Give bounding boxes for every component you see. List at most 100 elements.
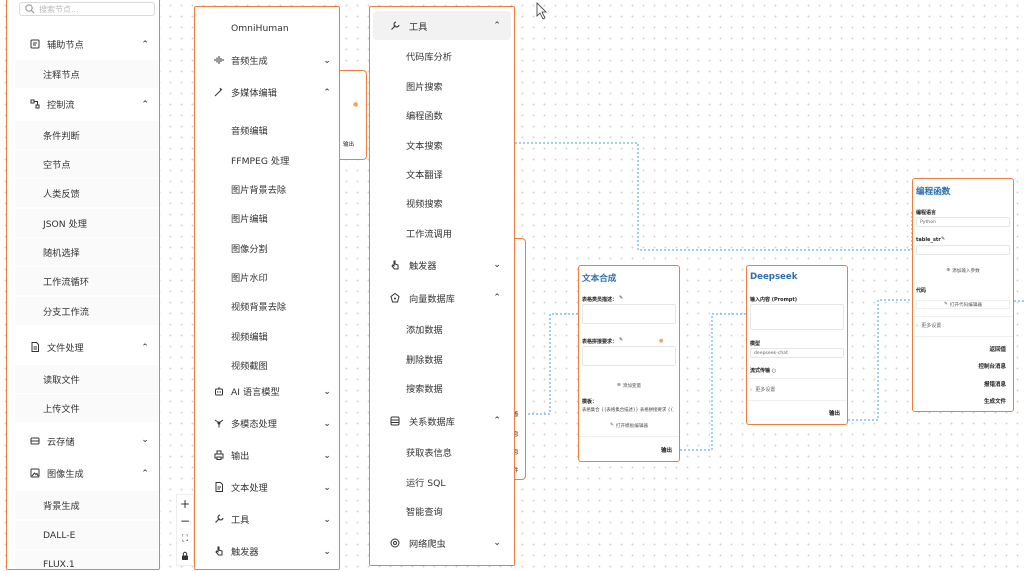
node-item[interactable]: 注释节点: [15, 60, 159, 88]
node-item[interactable]: 文本翻译: [406, 169, 443, 181]
node-item[interactable]: 上传文件: [15, 394, 159, 422]
node-item[interactable]: 视频搜索: [406, 198, 443, 210]
template-label: 模板：: [582, 399, 598, 405]
category-triggers[interactable]: 触发器 ⌄: [195, 536, 339, 566]
more-settings-toggle[interactable]: › 更多设置: [916, 323, 942, 329]
node-item[interactable]: 视频背景去除: [231, 301, 287, 313]
node-item[interactable]: 删除数据: [406, 354, 443, 366]
text-input[interactable]: [582, 346, 676, 366]
edit-icon[interactable]: ✎: [619, 295, 624, 301]
stream-label: 流式传输 ○: [750, 368, 777, 374]
node-item[interactable]: 添加数据: [406, 324, 443, 336]
chevron-up-icon: ⌃: [493, 20, 501, 31]
node-item[interactable]: DALL-E: [15, 521, 159, 549]
node-item[interactable]: 获取表信息: [406, 447, 452, 459]
category-vector-db[interactable]: 向量数据库 ⌃: [373, 283, 511, 312]
open-code-editor-button[interactable]: ✎ 打开代码编辑器: [916, 300, 1010, 309]
text-synthesis-node[interactable]: 文本合成 表格类员描述： ✎ 表格拼接要求： ✎ ● ⊕ 添加变量 模板： 表格…: [578, 265, 680, 462]
category-text-proc[interactable]: 文本处理 ⌄: [195, 472, 339, 502]
node-item[interactable]: 工作流循环: [15, 267, 159, 295]
node-item[interactable]: 图片水印: [231, 272, 268, 284]
node-item[interactable]: 分支工作流: [15, 297, 159, 325]
lock-button[interactable]: [176, 548, 194, 566]
edit-icon[interactable]: ✎: [619, 337, 624, 343]
category-label: 控制流: [47, 100, 75, 111]
model-select[interactable]: deepseek-chat: [750, 348, 844, 358]
media-category-panel: OmniHuman 音频生成 ⌄ 多媒体编辑 ⌃ 音频编辑 FFMPEG 处理 …: [194, 6, 340, 570]
node-item[interactable]: 图片背景去除: [231, 184, 287, 196]
node-item[interactable]: 图片搜索: [406, 81, 443, 93]
node-item[interactable]: 条件判断: [15, 121, 159, 149]
zoom-in-button[interactable]: +: [179, 496, 191, 511]
node-item[interactable]: 代码库分析: [406, 51, 452, 63]
category-image-gen[interactable]: 图像生成 ⌃: [15, 459, 155, 487]
category-crawler[interactable]: 网络爬虫 ⌄: [373, 528, 511, 557]
magic-icon: [213, 86, 225, 98]
node-item[interactable]: FLUX.1: [15, 550, 159, 569]
node-item[interactable]: OmniHuman: [231, 23, 289, 34]
node-item[interactable]: 视频截图: [231, 360, 268, 372]
node-item[interactable]: 音频编辑: [231, 125, 268, 137]
variable-input[interactable]: [916, 245, 1010, 255]
model-label: 模型: [750, 341, 761, 347]
node-item[interactable]: 图片编辑: [231, 213, 268, 225]
more-settings-toggle[interactable]: › 更多设置: [750, 387, 776, 393]
node-item[interactable]: 图像分割: [231, 243, 268, 255]
search-box[interactable]: [19, 2, 155, 16]
hidden-node-left[interactable]: ● 输出: [339, 70, 367, 160]
button-label: 添加变量: [622, 383, 642, 389]
pointer-icon: [213, 545, 225, 557]
node-item[interactable]: 空节点: [15, 150, 159, 178]
category-label: 图像生成: [47, 469, 84, 480]
category-multimedia[interactable]: 多媒体编辑 ⌃: [195, 77, 339, 107]
add-parameter-button[interactable]: ⊕ 添加输入参数: [946, 268, 980, 274]
category-tools[interactable]: 工具 ⌄: [195, 504, 339, 534]
printer-icon: [213, 449, 225, 461]
node-item[interactable]: 运行 SQL: [406, 477, 446, 489]
image-icon: [29, 467, 41, 479]
add-variable-button[interactable]: ⊕ 添加变量: [616, 383, 642, 389]
node-item[interactable]: 视频编辑: [231, 331, 268, 343]
deepseek-node[interactable]: Deepseek 输入内容 (Prompt) 模型 deepseek-chat …: [746, 265, 848, 425]
output-error: 报错消息: [983, 382, 1006, 388]
open-template-editor-button[interactable]: ✎ 打开模板编辑器: [609, 423, 649, 429]
language-select[interactable]: Python: [916, 217, 1010, 227]
node-item[interactable]: 随机选择: [15, 238, 159, 266]
node-item[interactable]: 编程函数: [406, 110, 443, 122]
text-input[interactable]: [582, 304, 676, 324]
category-ai-llm[interactable]: AI 语言模型 ⌄: [195, 376, 339, 406]
category-cloud[interactable]: 云存储 ⌄: [15, 427, 155, 455]
fit-view-button[interactable]: ⛶: [181, 533, 189, 544]
category-aux[interactable]: 辅助节点 ⌃: [15, 30, 155, 58]
chevron-down-icon: ⌄: [323, 55, 331, 66]
prompt-input[interactable]: [750, 304, 844, 330]
node-item[interactable]: 人类反馈: [15, 179, 159, 207]
gutter-label: 息: [513, 450, 519, 456]
category-flow[interactable]: 控制流 ⌃: [15, 90, 155, 118]
category-tools[interactable]: 工具 ⌃: [373, 11, 511, 40]
node-title: 文本合成: [582, 274, 617, 284]
output-console: 控制台消息: [978, 364, 1006, 370]
language-value: Python: [920, 219, 936, 225]
search-input[interactable]: [39, 4, 149, 14]
category-triggers[interactable]: 触发器 ⌄: [373, 250, 511, 279]
node-item[interactable]: 读取文件: [15, 365, 159, 393]
category-multimodal[interactable]: 多模态处理 ⌄: [195, 408, 339, 438]
chevron-down-icon: ⌄: [323, 386, 331, 397]
code-function-node[interactable]: 编程函数 编程语言 Python table_str ✎ ⊕ 添加输入参数 代码…: [912, 178, 1014, 412]
node-item[interactable]: 文本搜索: [406, 140, 443, 152]
node-item[interactable]: 搜索数据: [406, 383, 443, 395]
hidden-node-middle[interactable]: 善 息 息 件: [513, 238, 526, 480]
node-item[interactable]: 智能查询: [406, 506, 443, 518]
category-output[interactable]: 输出 ⌄: [195, 440, 339, 470]
node-item[interactable]: FFMPEG 处理: [231, 155, 290, 167]
category-file[interactable]: 文件处理 ⌃: [15, 333, 155, 361]
node-item[interactable]: 工作流调用: [406, 228, 452, 240]
category-rel-db[interactable]: 关系数据库 ⌃: [373, 406, 511, 435]
zoom-out-button[interactable]: −: [179, 514, 191, 529]
category-audio[interactable]: 音频生成 ⌄: [195, 45, 339, 75]
node-item[interactable]: JSON 处理: [15, 209, 159, 237]
field-label: 表格拼接要求：: [582, 339, 618, 345]
node-item[interactable]: 背景生成: [15, 491, 159, 519]
edit-icon[interactable]: ✎: [941, 236, 946, 242]
